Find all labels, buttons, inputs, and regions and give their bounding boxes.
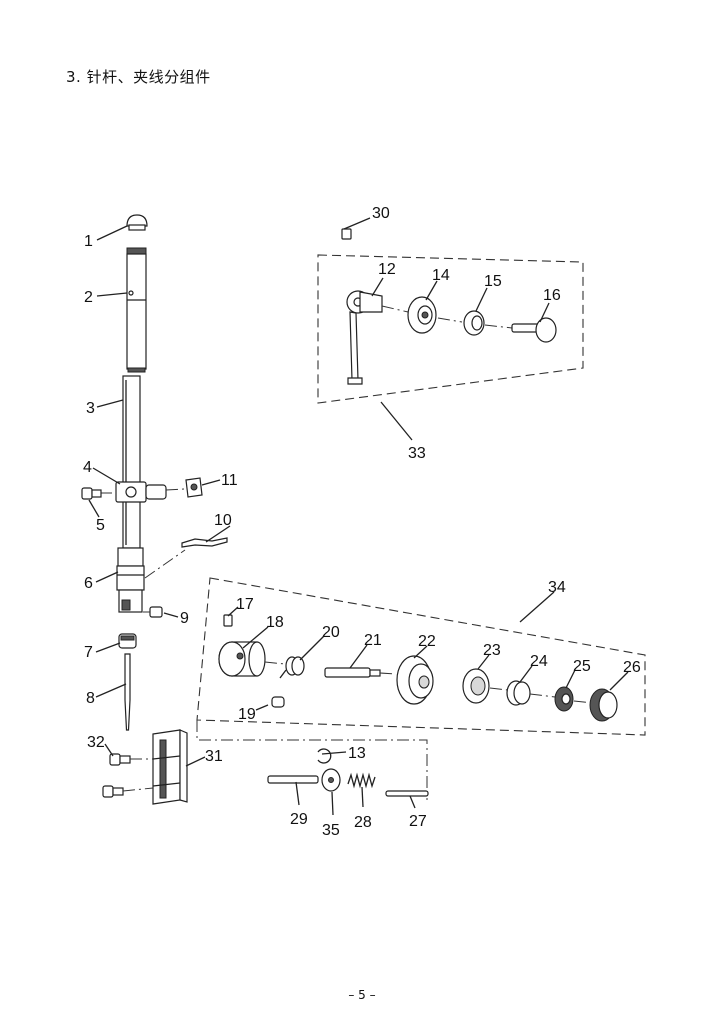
part-10-thread-guide <box>181 537 228 548</box>
part-22-tension-disc <box>396 655 434 705</box>
callout-34: 34 <box>548 579 566 596</box>
callout-2: 2 <box>84 289 93 306</box>
part-29-pin <box>267 775 319 784</box>
callout-6: 6 <box>84 575 93 592</box>
callout-32: 32 <box>87 734 105 751</box>
callout-23: 23 <box>483 642 501 659</box>
part-21-shaft <box>324 667 397 678</box>
callout-8: 8 <box>86 690 95 707</box>
page-number: – 5 – <box>348 988 376 1002</box>
part-6-lower-clamp <box>116 547 186 613</box>
section-title: 3. 针杆、夹线分组件 <box>66 68 211 86</box>
callout-5: 5 <box>96 517 105 534</box>
callout-21: 21 <box>364 632 382 649</box>
part-25-nut <box>554 686 594 712</box>
callout-13: 13 <box>348 745 366 762</box>
callout-3: 3 <box>86 400 95 417</box>
callout-24: 24 <box>530 653 548 670</box>
callout-25: 25 <box>573 658 591 675</box>
callout-11: 11 <box>221 472 238 489</box>
group-33-thread-take-up <box>317 228 584 441</box>
callout-22: 22 <box>418 633 436 650</box>
callout-30: 30 <box>372 205 390 222</box>
callout-1: 1 <box>84 233 93 250</box>
part-20-spring <box>279 656 305 679</box>
part-16-pin <box>511 317 557 343</box>
callout-31: 31 <box>205 748 223 765</box>
part-28-spring <box>347 772 376 789</box>
part-5-screw <box>81 487 102 500</box>
callout-15: 15 <box>484 273 502 290</box>
callout-27: 27 <box>409 813 427 830</box>
part-8-needle <box>124 653 131 731</box>
part-2-bushing <box>126 247 147 373</box>
part-24-bushing <box>506 680 556 706</box>
part-3-needle-bar <box>122 375 141 549</box>
group-34-tension-assembly <box>196 577 646 736</box>
callout-28: 28 <box>354 814 372 831</box>
part-4-connector <box>100 481 186 503</box>
part-26-knob <box>589 688 618 722</box>
part-18-collar <box>218 641 286 677</box>
callout-7: 7 <box>84 644 93 661</box>
part-12-lever <box>346 290 409 385</box>
part-1-cap <box>126 214 148 231</box>
callout-10: 10 <box>214 512 232 529</box>
lower-subassembly <box>196 720 429 800</box>
part-14-pulley <box>407 296 463 334</box>
callout-16: 16 <box>543 287 561 304</box>
callout-26: 26 <box>623 659 641 676</box>
callout-29: 29 <box>290 811 308 828</box>
part-31-guide-plate <box>152 729 188 805</box>
part-35-washer <box>321 768 341 792</box>
callout-9: 9 <box>180 610 189 627</box>
needle-bar-assembly <box>81 214 228 805</box>
callout-19: 19 <box>238 706 256 723</box>
callout-18: 18 <box>266 614 284 631</box>
part-7-needle-clamp <box>118 633 137 649</box>
callout-17: 17 <box>236 596 254 613</box>
part-32-screws <box>102 753 154 798</box>
callout-14: 14 <box>432 267 450 284</box>
callout-20: 20 <box>322 624 340 641</box>
part-15-bushing <box>463 310 513 336</box>
callout-12: 12 <box>378 261 396 278</box>
callout-labels: 1 2 3 4 5 6 7 8 9 10 11 12 13 14 15 16 1… <box>83 205 641 839</box>
callout-4: 4 <box>83 459 92 476</box>
part-23-washer <box>462 668 509 704</box>
leader-lines <box>88 217 629 816</box>
part-9-screw <box>143 606 163 618</box>
callout-33: 33 <box>408 445 426 462</box>
callout-35: 35 <box>322 822 340 839</box>
part-11-slide-block <box>185 477 203 498</box>
part-27-rod <box>385 790 429 797</box>
